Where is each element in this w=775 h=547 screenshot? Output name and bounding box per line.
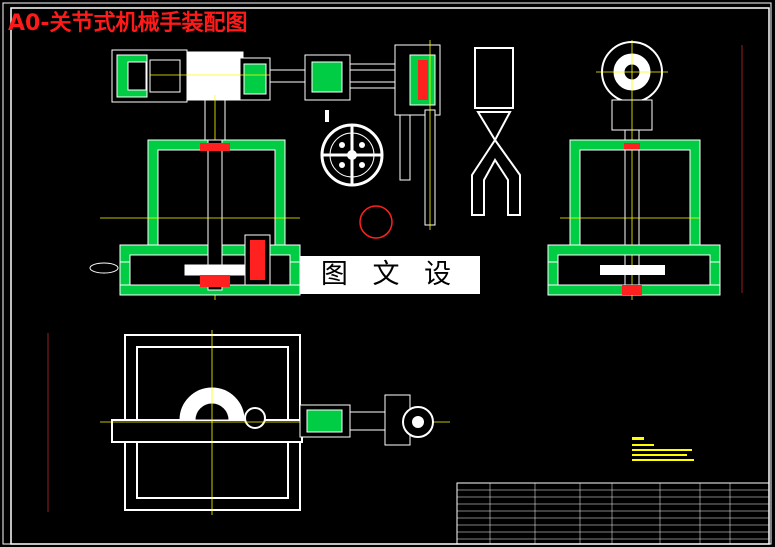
wheel-section	[320, 110, 393, 239]
top-view	[47, 330, 450, 515]
title-block	[456, 482, 770, 545]
arm-housing	[187, 51, 244, 101]
side-view	[547, 40, 743, 300]
front-view	[89, 40, 441, 300]
drawing-title: A0-关节式机械手装配图	[8, 11, 248, 36]
gripper-detail	[471, 47, 521, 216]
technical-notes	[632, 437, 694, 461]
watermark-text: 图 文 设 计	[300, 256, 480, 328]
inner-frame	[10, 7, 770, 545]
